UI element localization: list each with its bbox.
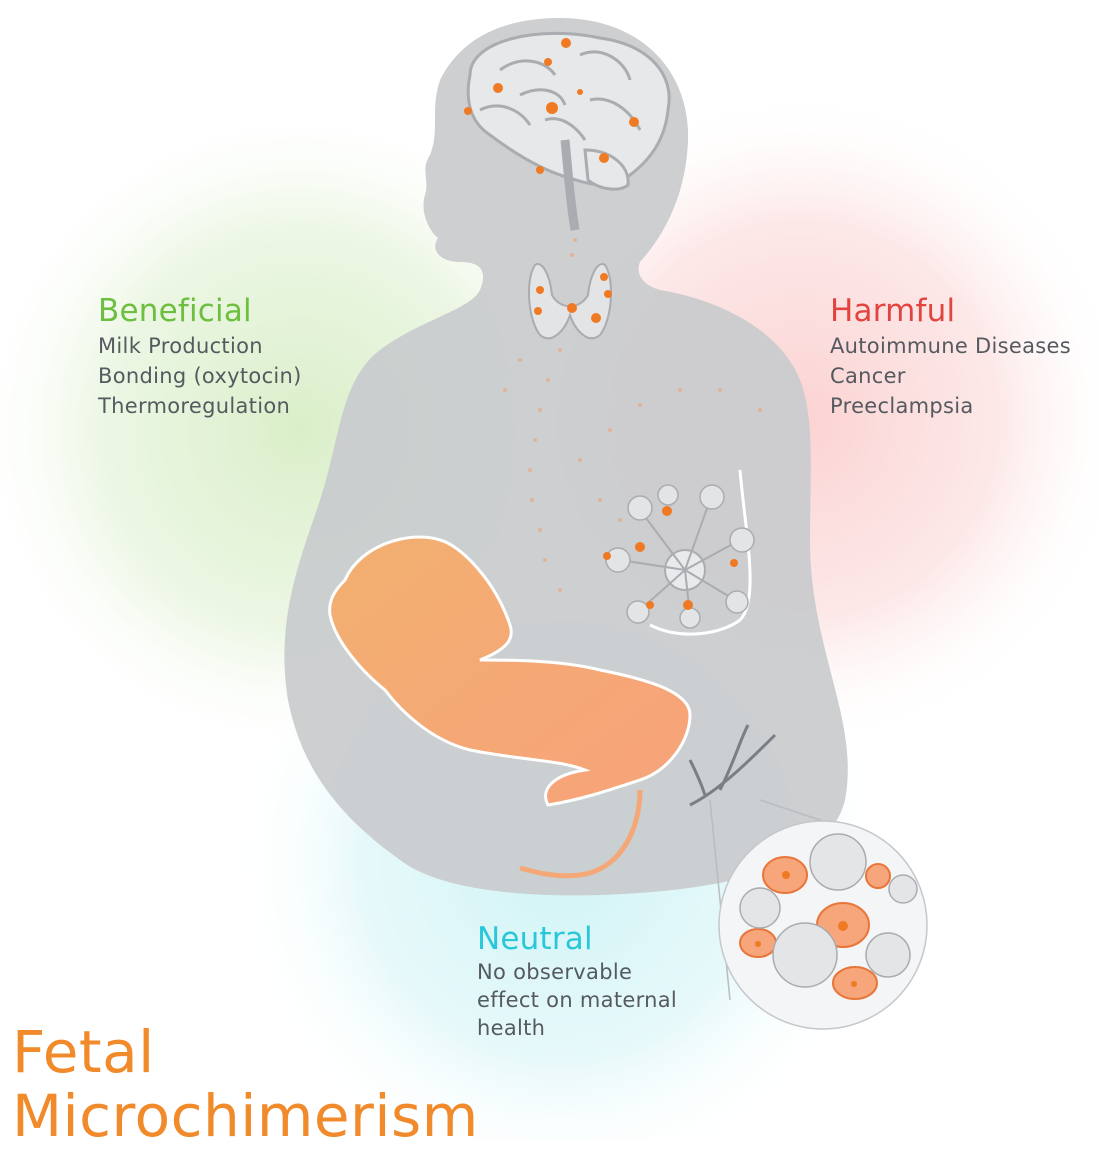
harmful-section: Harmful Autoimmune Diseases Cancer Preec… <box>830 296 1071 417</box>
harmful-item: Cancer <box>830 366 1071 387</box>
page-title: Fetal Microchimerism <box>12 1020 479 1148</box>
neutral-heading: Neutral <box>477 924 677 955</box>
magnified-cells <box>719 821 927 1029</box>
title-line-1: Fetal <box>12 1020 479 1084</box>
neutral-item: No observable <box>477 962 677 983</box>
beneficial-item: Thermoregulation <box>98 396 302 417</box>
harmful-heading: Harmful <box>830 296 1071 327</box>
neutral-section: Neutral No observable effect on maternal… <box>477 924 677 1039</box>
harmful-item: Preeclampsia <box>830 396 1071 417</box>
beneficial-section: Beneficial Milk Production Bonding (oxyt… <box>98 296 302 417</box>
title-line-2: Microchimerism <box>12 1084 479 1148</box>
beneficial-heading: Beneficial <box>98 296 302 327</box>
beneficial-item: Milk Production <box>98 336 302 357</box>
neutral-item: effect on maternal <box>477 990 677 1011</box>
beneficial-item: Bonding (oxytocin) <box>98 366 302 387</box>
neutral-item: health <box>477 1018 677 1039</box>
harmful-item: Autoimmune Diseases <box>830 336 1071 357</box>
